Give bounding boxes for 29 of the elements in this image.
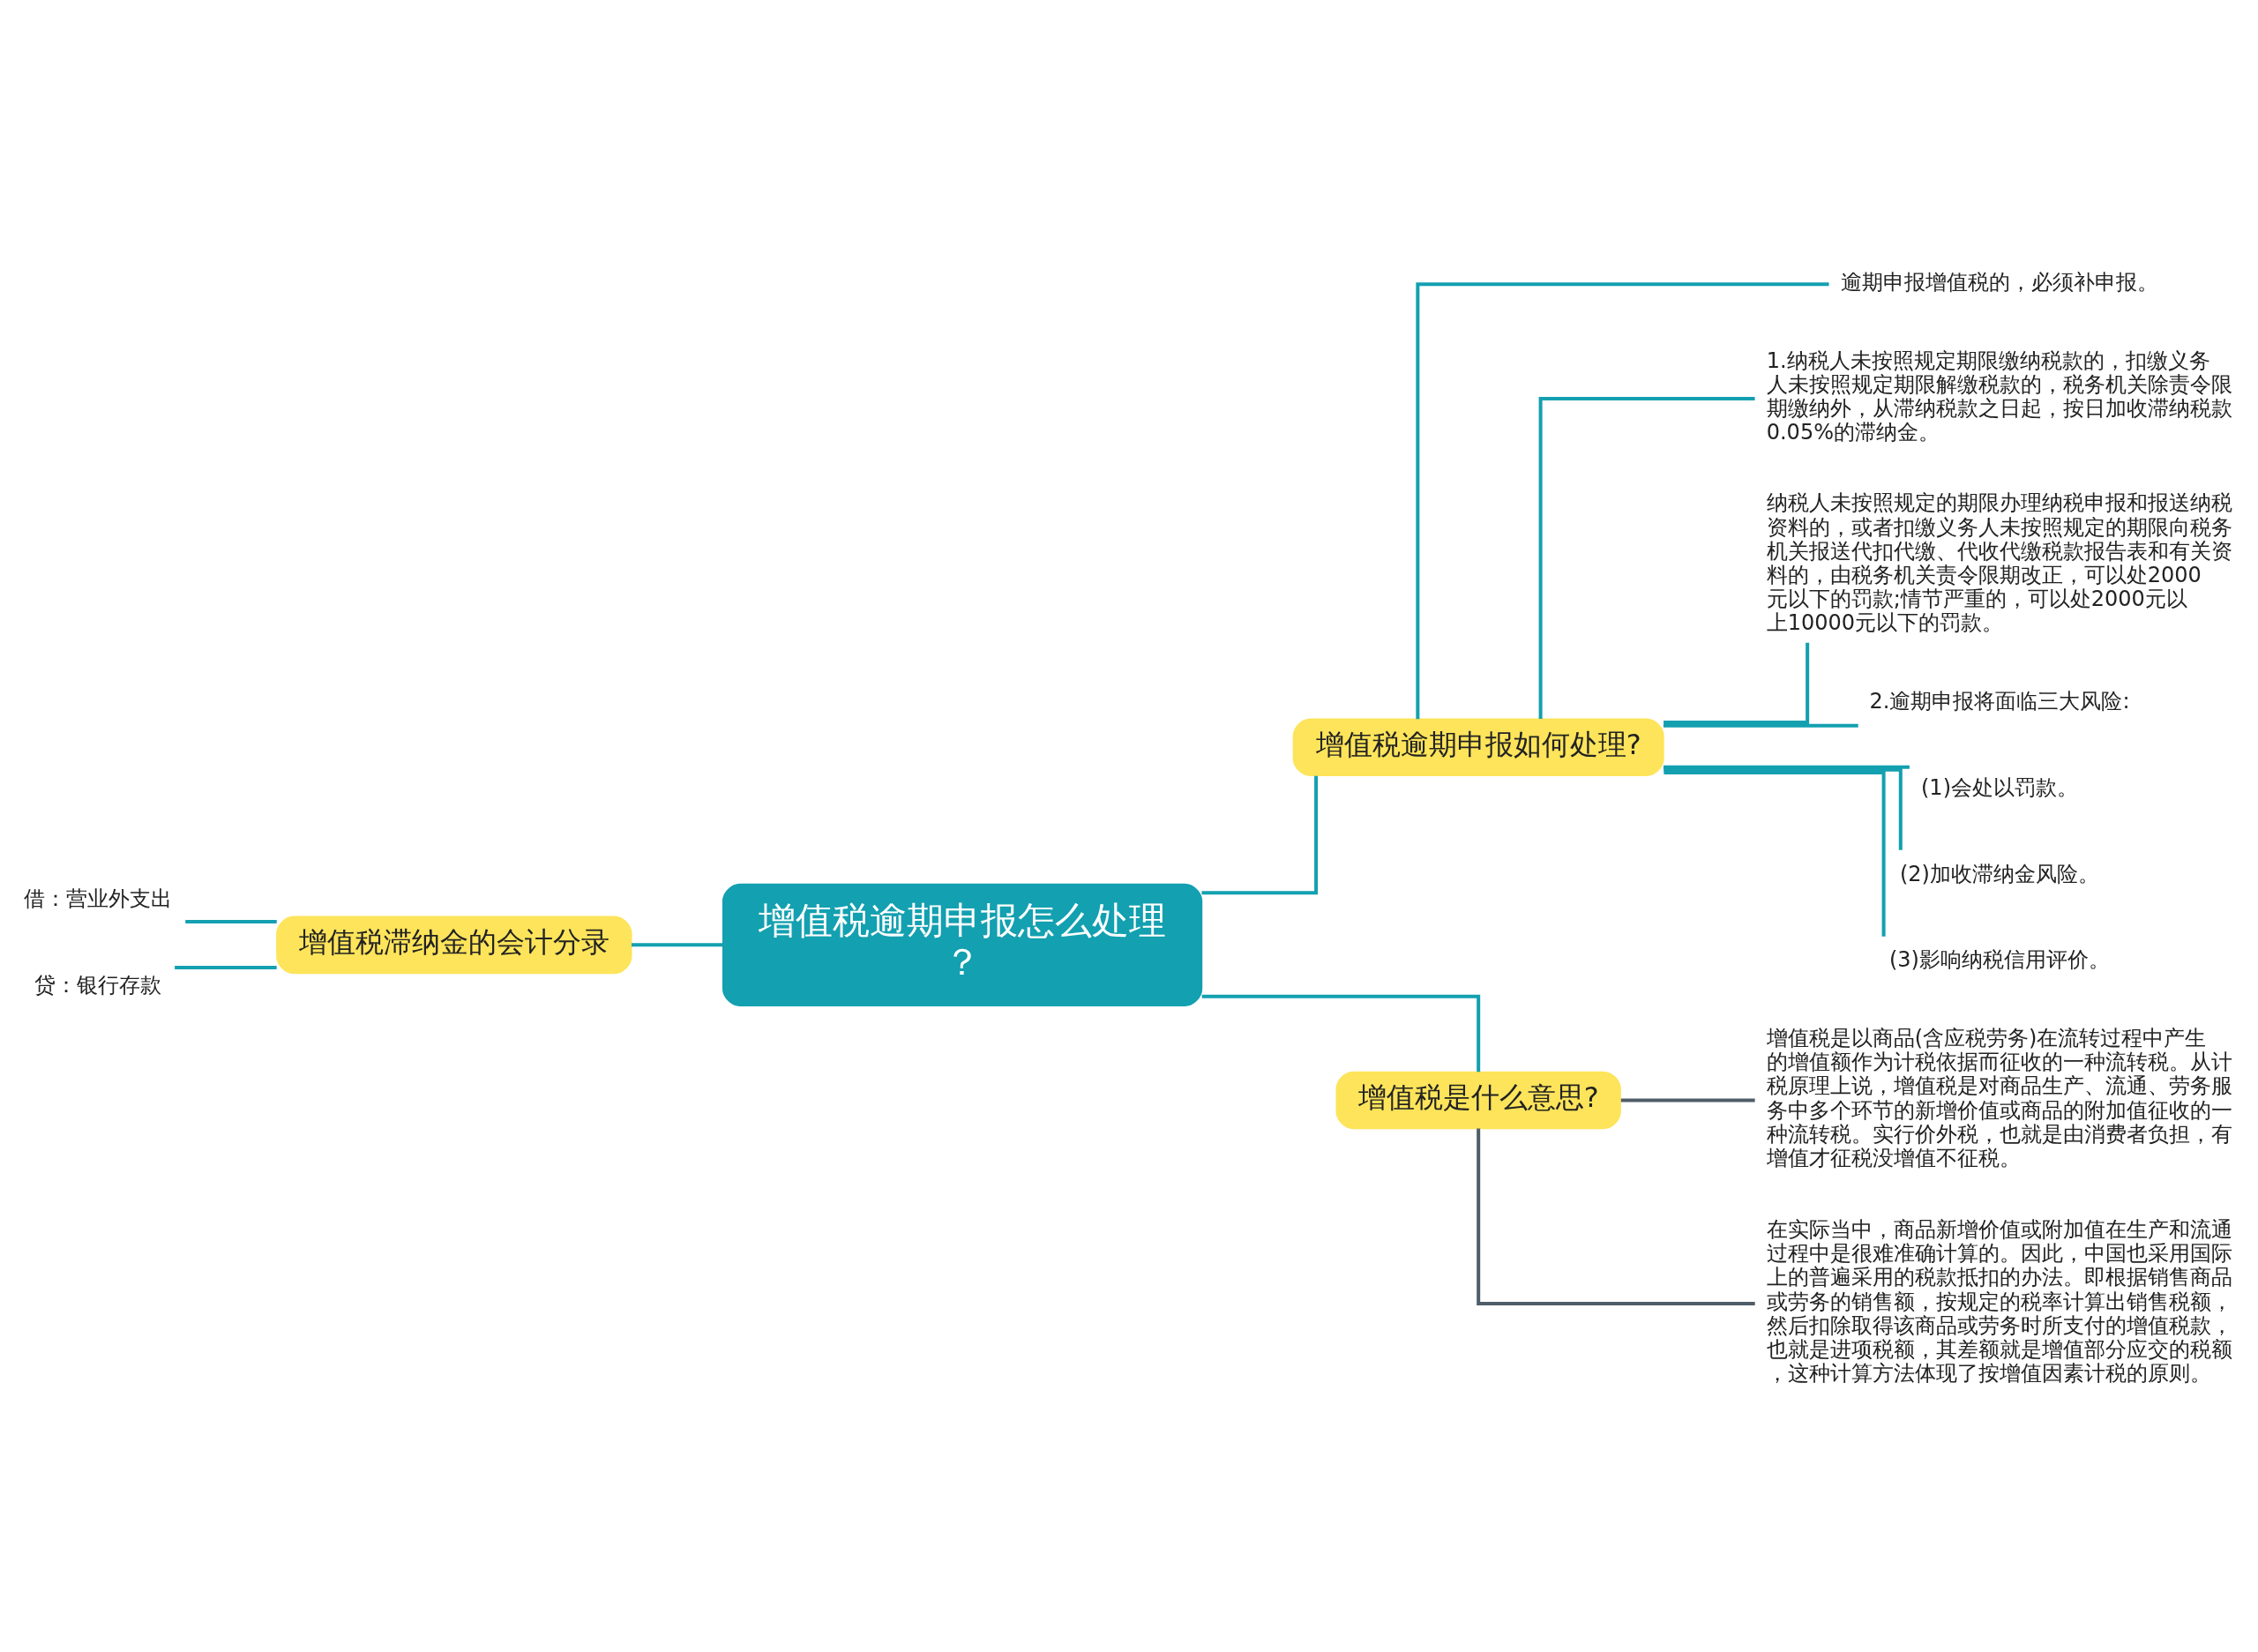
node-text: (3)影响纳税信用评价。 <box>1889 947 2110 973</box>
connector <box>1477 1128 1755 1305</box>
node-text: 在实际当中，商品新增价值或附加值在生产和流通过程中是很难准确计算的。因此，中国也采用国际上的普遍采用的税款抵扣的办法。即根据销售商品或劳务的销售额，按规定的税率计算出销售税额，然后扣除取得该商品或劳务时所支付的增值税款，也就是进项税额，其差额就是增值部分应交的税额，这种计算方法体现了按增值因素计税的原则。 <box>1766 1216 2232 1387</box>
connector <box>632 943 723 947</box>
connector <box>1663 723 1858 728</box>
node-text: 2.逾期申报将面临三大风险: <box>1869 689 2130 714</box>
connector <box>1664 767 1903 850</box>
connector <box>1201 994 1481 1073</box>
node-text: 借：营业外支出 <box>24 886 173 912</box>
connector <box>1416 282 1829 720</box>
node-text: 纳税人未按照规定的期限办理纳税申报和报送纳税资料的，或者扣缴义务人未按照规定的期限向税务机关报送代扣代缴、代收代缴税款报告表和有关资料的，由税务机关责令限期改正，可以处2000元以下的罚款;情节严重的，可以处2000元以上10000元以下的罚款。 <box>1766 490 2232 636</box>
connector <box>1664 642 1810 724</box>
node-box: 增值税逾期申报怎么处理？ <box>722 883 1203 1006</box>
node-text: 增值税是以商品(含应税劳务)在流转过程中产生的增值额作为计税依据而征收的一种流转税。从计税原理上说，增值税是对商品生产、流通、劳务服务中多个环节的新增价值或商品的附加值征收的一种流转税。实行价外税，也就是由消费者负担，有增值才征税没增值不征税。 <box>1766 1026 2232 1171</box>
connector <box>175 965 277 969</box>
node-text: 逾期申报增值税的，必须补申报。 <box>1840 269 2158 295</box>
connector <box>1663 765 1910 769</box>
node-box: 增值税滞纳金的会计分录 <box>276 916 632 975</box>
node-box: 增值税逾期申报如何处理? <box>1292 718 1664 777</box>
connector <box>1664 771 1886 937</box>
connector <box>1620 1098 1755 1103</box>
node-text: (1)会处以罚款。 <box>1921 774 2079 800</box>
node-text: 贷：银行存款 <box>34 972 162 998</box>
connector <box>185 919 277 923</box>
node-text: 1.纳税人未按照规定期限缴纳税款的，扣缴义务人未按照规定期限解缴税款的，税务机关除责令限期缴纳外，从滞纳税款之日起，按日加收滞纳税款0.05%的滞纳金。 <box>1766 348 2232 445</box>
node-box: 增值税是什么意思? <box>1335 1071 1621 1130</box>
connector <box>1538 396 1755 719</box>
connector <box>1201 775 1319 895</box>
node-text: (2)加收滞纳金风险。 <box>1900 861 2099 886</box>
